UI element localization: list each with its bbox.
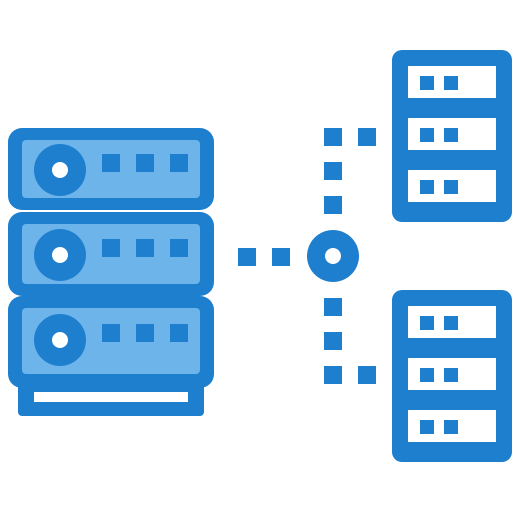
network-branch-bottom (324, 298, 376, 384)
server-base-slot (34, 392, 188, 402)
server-unit-3-led-3 (170, 324, 188, 342)
network-dotted-connector (238, 248, 290, 266)
client-server-bottom-icon (392, 290, 512, 462)
network-branch-top (324, 128, 376, 214)
connector-dot (272, 248, 290, 266)
network-hub-node (307, 230, 359, 282)
server-unit-3-led-2 (136, 324, 154, 342)
server-unit-3 (8, 296, 214, 388)
connector-dot (358, 366, 376, 384)
server-unit-2 (8, 212, 214, 296)
server-unit-1 (8, 128, 214, 210)
connector-dot (324, 128, 342, 146)
server-unit-1-led-3 (170, 154, 188, 172)
server-unit-3-led-1 (102, 324, 120, 342)
server-unit-1-led-2 (136, 154, 154, 172)
server-rack-icon (8, 128, 214, 416)
connector-dot (238, 248, 256, 266)
client-server-top-icon (392, 50, 512, 222)
server-unit-1-led-1 (102, 154, 120, 172)
server-unit-2-led-1 (102, 239, 120, 257)
connector-dot (324, 332, 342, 350)
connector-dot (358, 128, 376, 146)
connector-dot (324, 366, 342, 384)
server-unit-2-led-3 (170, 239, 188, 257)
connector-dot (324, 196, 342, 214)
server-unit-2-led-2 (136, 239, 154, 257)
connector-dot (324, 162, 342, 180)
connector-dot (324, 298, 342, 316)
